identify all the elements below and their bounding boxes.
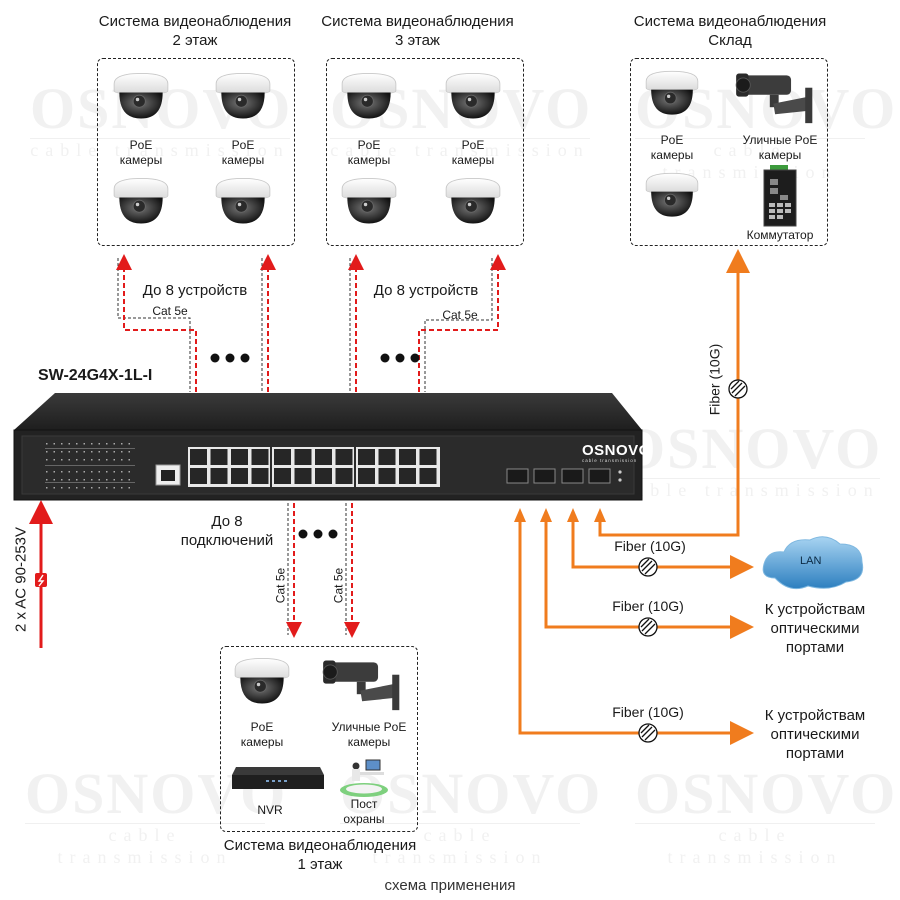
rj45-port bbox=[274, 468, 291, 484]
cable-label-cat5e: Cat 5e bbox=[273, 567, 288, 604]
group-box-floor1 bbox=[220, 646, 418, 832]
twisted-pair-cable bbox=[424, 258, 493, 392]
rj45-port bbox=[294, 449, 312, 465]
fiber-label: Fiber (10G) bbox=[612, 598, 684, 614]
switch-model: SW-24G4X-1L-I bbox=[38, 367, 153, 384]
power-icon bbox=[35, 573, 47, 587]
rj45-port bbox=[231, 468, 248, 484]
fiber-connector-icon bbox=[728, 379, 748, 399]
rj45-port bbox=[399, 468, 416, 484]
fiber-link-lan bbox=[571, 520, 754, 579]
ellipsis-dot bbox=[380, 353, 390, 363]
device-label: Коммутатор bbox=[746, 228, 814, 242]
link-label-up-devices: До 8 устройств bbox=[373, 282, 479, 299]
power-label: 2 x AC 90-253V bbox=[12, 526, 30, 633]
industrial-switch-icon bbox=[763, 165, 797, 227]
rj45-port bbox=[210, 449, 228, 465]
rj45-port bbox=[274, 449, 291, 465]
rj45-port bbox=[419, 449, 437, 465]
ellipsis-dot bbox=[298, 529, 308, 539]
rj45-port bbox=[251, 468, 269, 484]
poe-link bbox=[116, 254, 197, 392]
fiber-label: Fiber (10G) bbox=[614, 538, 686, 554]
fiber-label: Fiber (10G) bbox=[612, 704, 684, 720]
fiber-link-optical-2 bbox=[518, 520, 754, 745]
sfp-port bbox=[506, 468, 529, 484]
fiber-connector-icon bbox=[638, 723, 658, 743]
sfp-port bbox=[533, 468, 556, 484]
group-box-floor3 bbox=[326, 58, 524, 246]
cable-label-cat5e: Cat 5e bbox=[442, 308, 478, 322]
rj45-port bbox=[378, 468, 396, 484]
network-switch: OSNOVO cable transmission bbox=[13, 393, 651, 501]
diagram-caption: схема применения bbox=[384, 877, 516, 894]
rj45-port bbox=[358, 449, 375, 465]
sfp-port bbox=[561, 468, 584, 484]
bullet-camera-icon bbox=[322, 657, 404, 719]
group-box-floor2 bbox=[97, 58, 295, 246]
rj45-port bbox=[210, 468, 228, 484]
switch-brand-logo: OSNOVO bbox=[582, 442, 651, 459]
cable-label-cat5e: Cat 5e bbox=[152, 304, 188, 318]
rj45-port bbox=[419, 468, 437, 484]
rj45-port bbox=[399, 449, 416, 465]
rj45-port bbox=[231, 449, 248, 465]
fiber-connector-icon bbox=[638, 617, 658, 637]
rj45-port bbox=[251, 449, 269, 465]
rj45-port bbox=[335, 449, 353, 465]
security-post-icon bbox=[340, 759, 388, 797]
rj45-port bbox=[294, 468, 312, 484]
rj45-port bbox=[315, 449, 332, 465]
twisted-pair-cable bbox=[117, 258, 191, 392]
rj45-port bbox=[190, 468, 207, 484]
rj45-port bbox=[315, 468, 332, 484]
rj45-port bbox=[358, 468, 375, 484]
dome-camera-icon bbox=[231, 655, 293, 707]
rj45-port bbox=[335, 468, 353, 484]
svg-text:cable transmission: cable transmission bbox=[582, 458, 637, 463]
fiber-connector-icon bbox=[638, 557, 658, 577]
link-label-up-devices: До 8 устройств bbox=[142, 282, 248, 299]
fiber-link-optical-1 bbox=[544, 520, 754, 639]
sfp-port bbox=[588, 468, 611, 484]
device-label: NVR bbox=[257, 803, 283, 817]
ellipsis-dot bbox=[210, 353, 220, 363]
rj45-port bbox=[378, 449, 396, 465]
lan-label: LAN bbox=[800, 555, 822, 567]
lan-cloud-icon bbox=[762, 536, 864, 590]
nvr-icon bbox=[232, 767, 324, 789]
rj45-port bbox=[190, 449, 207, 465]
fiber-label: Fiber (10G) bbox=[706, 343, 723, 416]
group-box-warehouse bbox=[630, 58, 828, 246]
led-panel bbox=[45, 443, 135, 489]
cable-label-cat5e: Cat 5e bbox=[331, 567, 346, 604]
